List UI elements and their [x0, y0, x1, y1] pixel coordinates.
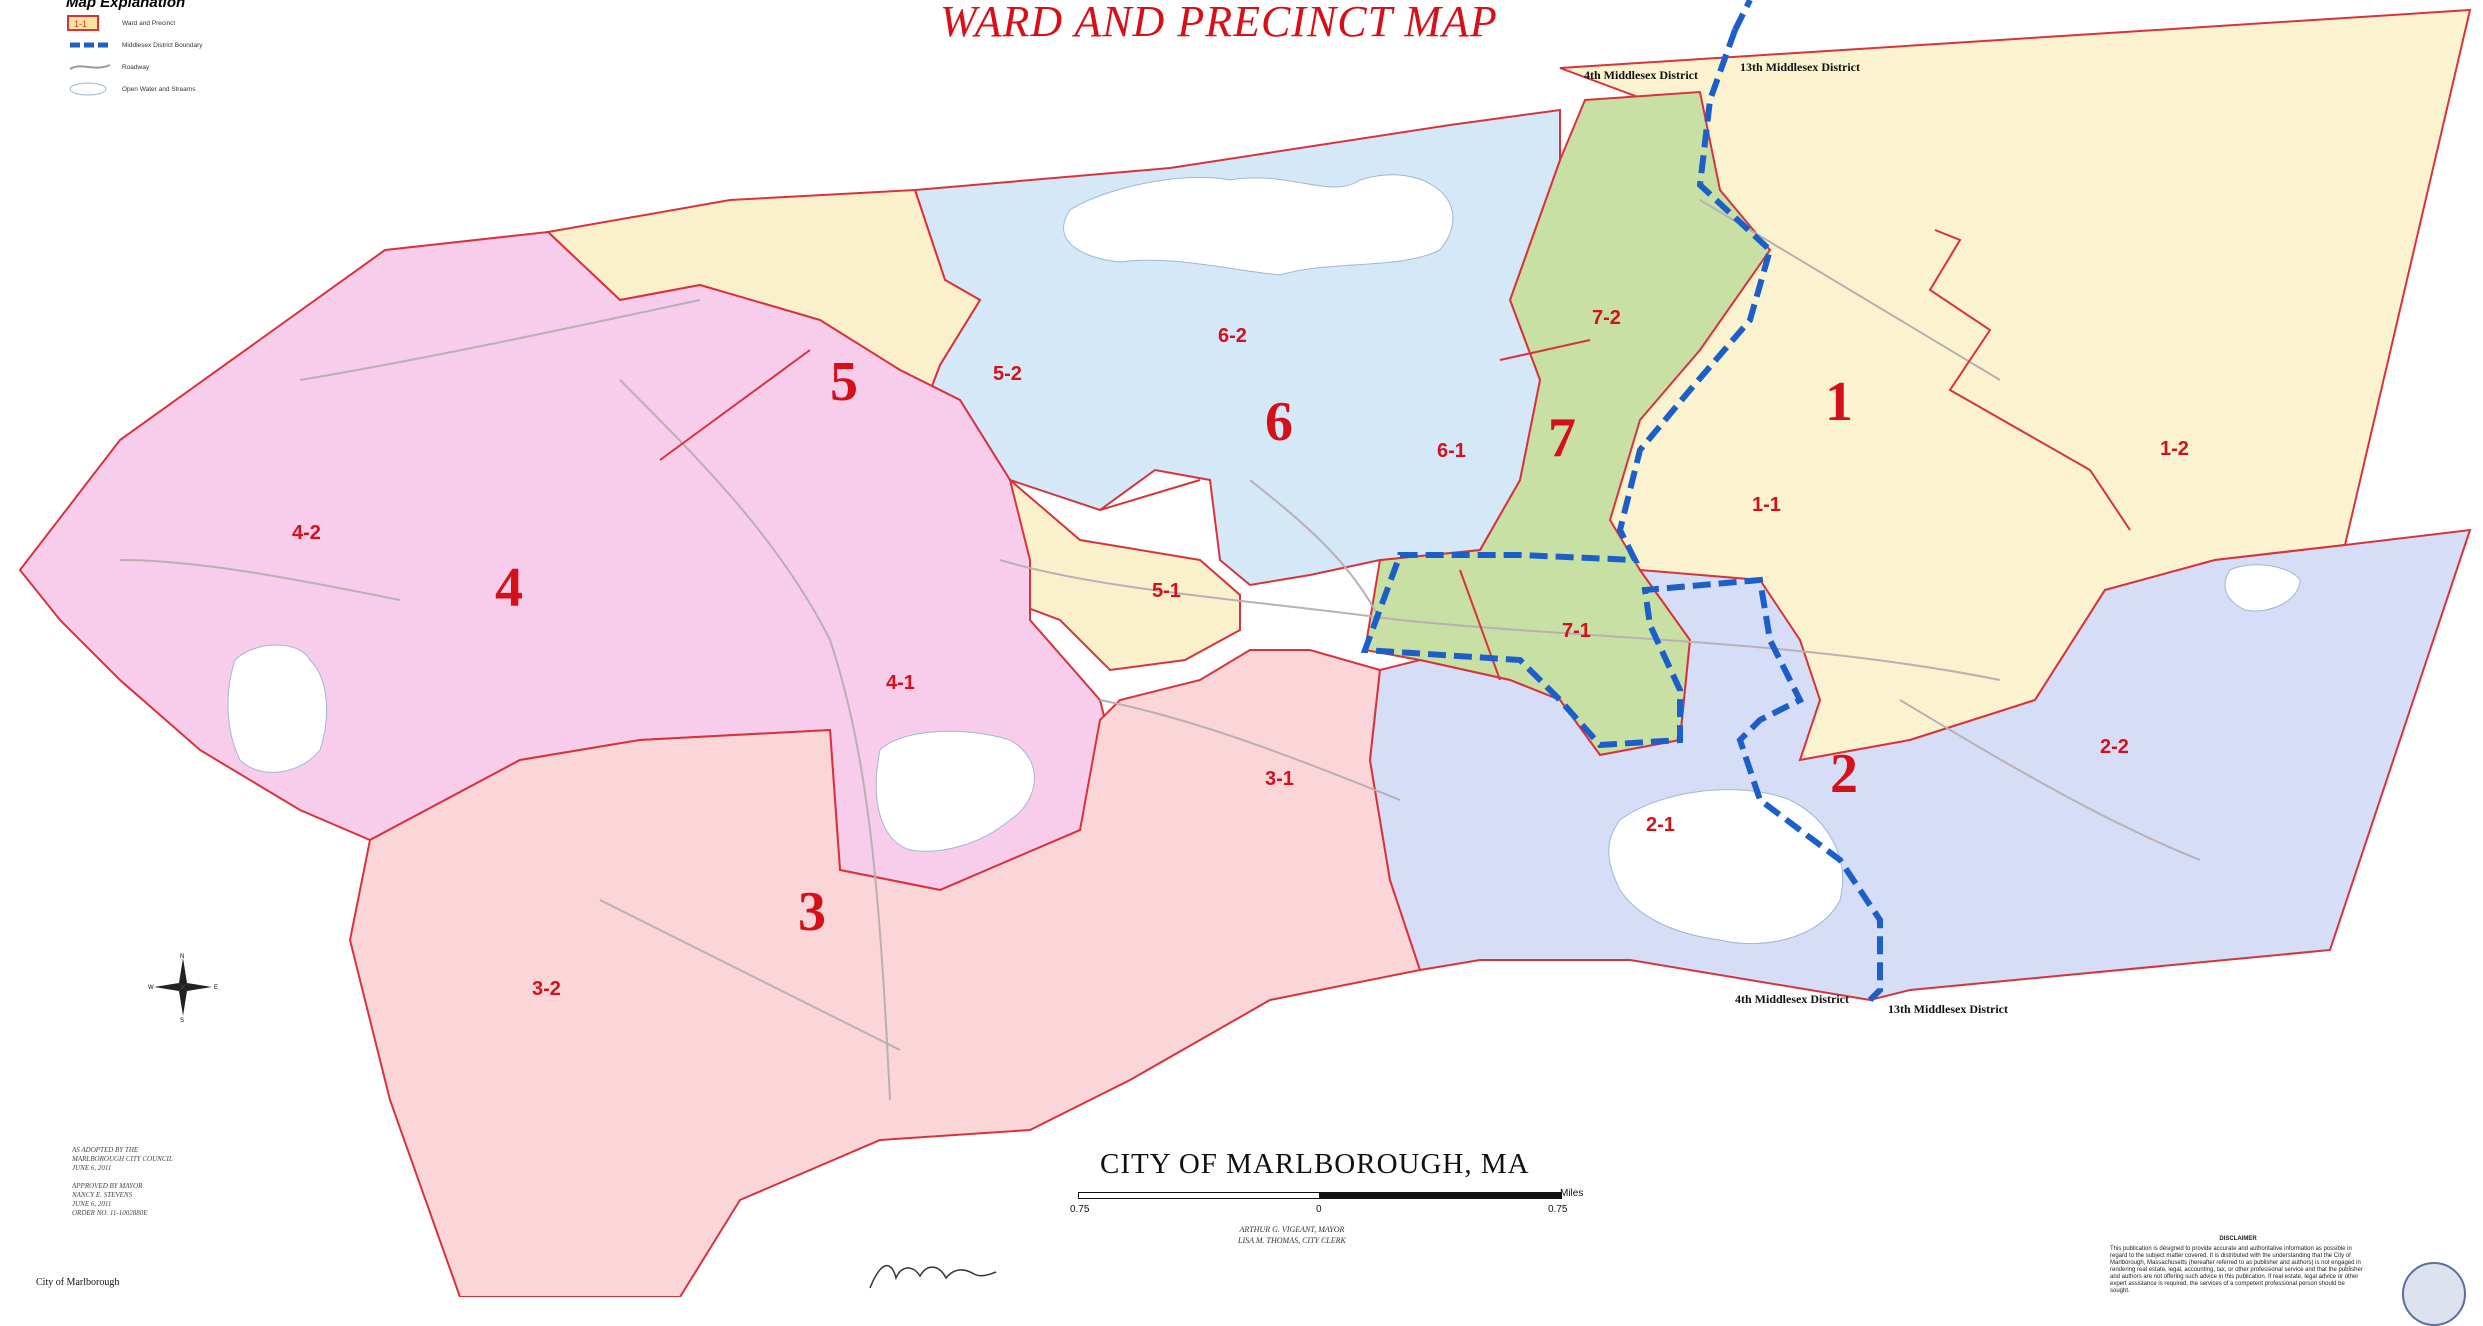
precinct-4-2-label: 4-2	[292, 522, 321, 544]
compass-w: W	[148, 985, 154, 991]
precinct-1-2-label: 1-2	[2160, 438, 2189, 460]
scale-left: 0.75	[1070, 1204, 1090, 1215]
precinct-4-1-label: 4-1	[886, 672, 915, 694]
legend-symbol-text: 1-1	[74, 19, 87, 29]
adoption-notes: AS ADOPTED BY THE MARLBOROUGH CITY COUNC…	[72, 1146, 173, 1218]
precinct-1-1-label: 1-1	[1752, 494, 1781, 516]
lake-millham	[227, 644, 328, 773]
district-boundary-symbol	[66, 36, 114, 54]
compass-rose: N S W E	[148, 952, 218, 1024]
lake-south	[1608, 789, 1844, 945]
precinct-7-1-label: 7-1	[1562, 620, 1591, 642]
adoption-line: NANCY E. STEVENS	[72, 1191, 133, 1199]
adoption-line: ORDER NO. 11-1002880E	[72, 1209, 148, 1217]
precinct-2-1-label: 2-1	[1646, 814, 1675, 836]
adoption-line	[72, 1173, 173, 1182]
clerk-signature	[862, 1254, 1002, 1299]
legend-item: 1-1 Ward and Precinct	[66, 13, 266, 33]
scale-segment	[1320, 1192, 1562, 1199]
roadway-network	[119, 199, 2201, 1101]
adoption-line: APPROVED BY MAYOR	[72, 1182, 143, 1190]
ward-precinct-symbol: 1-1	[66, 14, 114, 32]
legend-item: Roadway	[66, 57, 266, 77]
compass-n: N	[180, 954, 184, 960]
ward-2-label: 2	[1830, 743, 1858, 805]
compass-s: S	[180, 1018, 184, 1022]
scale-right: 0.75	[1548, 1204, 1568, 1215]
disclaimer-heading: DISCLAIMER	[2219, 1236, 2257, 1242]
compass-e: E	[214, 985, 218, 991]
lake-fort-meadow	[1063, 174, 1454, 276]
ward-3-label: 3	[798, 881, 826, 943]
roadway-symbol	[66, 58, 114, 76]
adoption-line: AS ADOPTED BY THE	[72, 1146, 139, 1154]
district-label-bottom-right: 13th Middlesex District	[1888, 1002, 2008, 1016]
ward-6-label: 6	[1265, 391, 1293, 453]
precinct-6-2-label: 6-2	[1218, 325, 1247, 347]
legend-label: Ward and Precinct	[122, 19, 176, 27]
ward-4-label: 4	[495, 557, 523, 619]
adoption-line: JUNE 6, 2011	[72, 1164, 112, 1172]
precinct-7-2-label: 7-2	[1592, 307, 1621, 329]
district-label-top-right: 13th Middlesex District	[1740, 60, 1860, 74]
scale-center: 0	[1316, 1204, 1322, 1215]
precinct-2-2-label: 2-2	[2100, 736, 2129, 758]
ward-7-label: 7	[1548, 407, 1576, 469]
precinct-5-2-label: 5-2	[993, 363, 1022, 385]
adoption-line: MARLBOROUGH CITY COUNCIL	[72, 1155, 173, 1163]
mayor-name: ARTHUR G. VIGEANT, MAYOR	[1239, 1225, 1345, 1234]
legend-heading: Map Explanation	[66, 0, 186, 11]
scale-bar: 0.75 0 0.75 Miles	[1070, 1188, 1583, 1215]
legend-item: Middlesex District Boundary	[66, 35, 266, 55]
legend-label: Roadway	[122, 63, 150, 71]
adoption-line: JUNE 6, 2011	[72, 1200, 112, 1208]
ward-1-label: 1	[1825, 371, 1853, 433]
district-label-top-left: 4th Middlesex District	[1584, 68, 1698, 82]
precinct-3-1-label: 3-1	[1265, 768, 1294, 790]
disclaimer-text: This publication is designed to provide …	[2110, 1246, 2363, 1294]
page-title: WARD AND PRECINCT MAP	[940, 0, 1498, 46]
scale-unit: Miles	[1560, 1188, 1584, 1199]
ward-map	[18, 0, 2472, 1297]
city-credit: City of Marlborough	[36, 1277, 120, 1288]
precinct-5-1-label: 5-1	[1152, 580, 1181, 602]
scale-segment	[1078, 1192, 1320, 1199]
middlesex-district-boundary	[1360, 28, 1883, 1003]
precinct-3-2-label: 3-2	[532, 978, 561, 1000]
city-seal	[2402, 1262, 2466, 1326]
disclaimer: DISCLAIMER This publication is designed …	[2110, 1236, 2366, 1295]
legend-item: Open Water and Streams	[66, 79, 266, 99]
legend-label: Open Water and Streams	[122, 85, 196, 93]
district-label-bottom-left: 4th Middlesex District	[1735, 992, 1849, 1006]
ward-5-label: 5	[830, 351, 858, 413]
district-boundary-extension	[1732, 0, 1753, 32]
clerk-name: LISA M. THOMAS, CITY CLERK	[1238, 1236, 1346, 1245]
precinct-6-1-label: 6-1	[1437, 440, 1466, 462]
lake-williams	[875, 730, 1035, 852]
ward-boundaries	[659, 229, 2131, 681]
city-title: CITY OF MARLBOROUGH, MA	[1100, 1148, 1530, 1180]
legend-label: Middlesex District Boundary	[122, 41, 203, 49]
official-names: ARTHUR G. VIGEANT, MAYOR LISA M. THOMAS,…	[1238, 1224, 1346, 1246]
lake-hager	[2224, 564, 2301, 612]
map-legend: Map Explanation 1-1 Ward and Precinct Mi…	[66, 0, 266, 99]
water-symbol	[66, 80, 114, 98]
